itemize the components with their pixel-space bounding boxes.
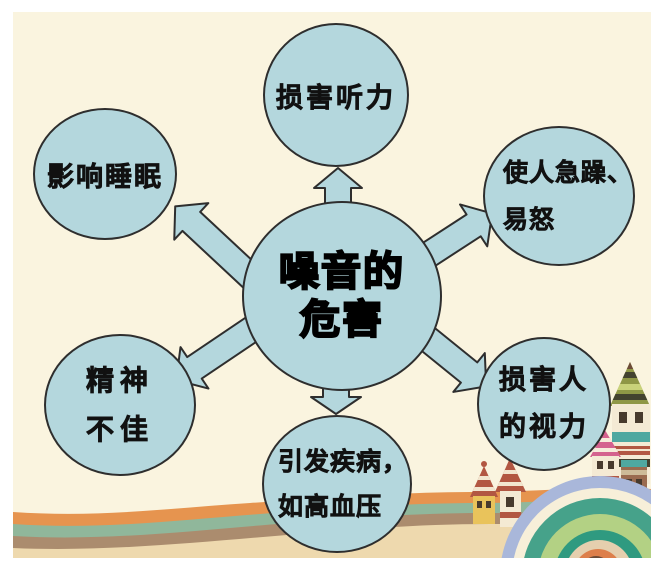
node-hearing-label: 损害听力 <box>276 82 396 114</box>
node-hearing-damage: 损害听力 <box>263 23 409 167</box>
node-vision-damage: 损害人 的视力 <box>477 337 611 471</box>
node-poor-spirit-line1: 精神 <box>85 364 154 398</box>
node-sleep-impact: 影响睡眠 <box>33 108 177 240</box>
center-node-line2: 危害 <box>299 296 384 344</box>
node-irritability-line1: 使人急躁、 <box>503 157 634 187</box>
node-vision-line2: 的视力 <box>499 412 589 444</box>
node-vision-line1: 损害人 <box>499 364 589 396</box>
node-disease-line2: 如高血压 <box>278 492 383 522</box>
hill-swirl-illustration <box>501 476 651 558</box>
node-disease-line1: 引发疾病， <box>278 447 409 477</box>
node-sleep-label: 影响睡眠 <box>47 161 163 193</box>
node-disease-trigger: 引发疾病， 如高血压 <box>262 415 412 553</box>
node-poor-spirit-line2: 不佳 <box>85 413 154 447</box>
node-irritability: 使人急躁、 易怒 <box>483 126 635 266</box>
node-irritability-line2: 易怒 <box>503 205 556 235</box>
center-node-noise-harm: 噪音的 危害 <box>242 201 442 391</box>
node-poor-spirit: 精神 不佳 <box>44 334 196 476</box>
center-node-line1: 噪音的 <box>278 248 405 296</box>
